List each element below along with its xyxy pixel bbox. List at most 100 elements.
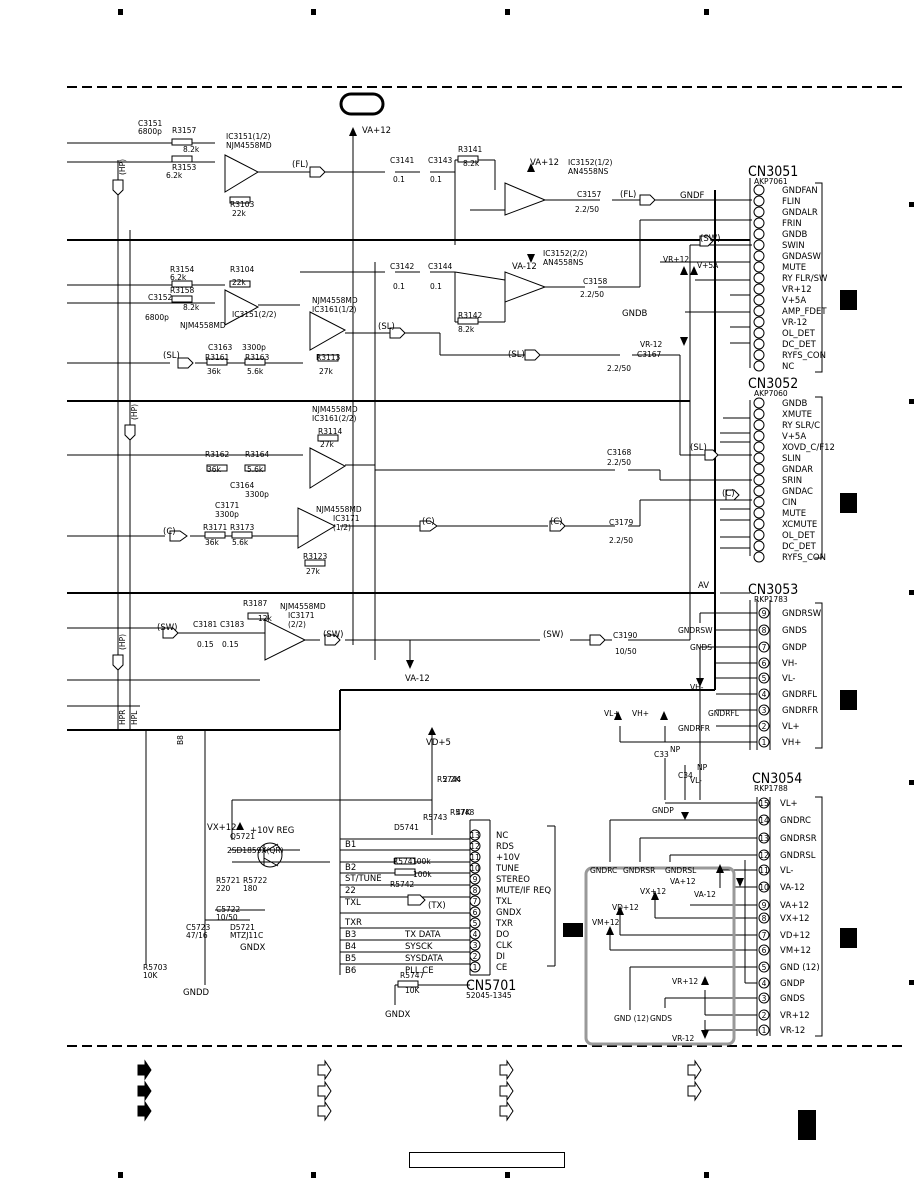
- svg-text:RKP1783: RKP1783: [754, 595, 788, 604]
- svg-text:8: 8: [473, 886, 478, 895]
- svg-text:C5722: C5722: [216, 905, 241, 914]
- svg-text:VL+: VL+: [782, 722, 800, 732]
- svg-text:47/16: 47/16: [186, 931, 208, 940]
- svg-text:(HP): (HP): [130, 404, 139, 420]
- svg-text:2SD1859X(QR): 2SD1859X(QR): [227, 846, 284, 855]
- svg-text:10/50: 10/50: [216, 913, 238, 922]
- svg-text:9: 9: [762, 609, 767, 618]
- svg-text:10K: 10K: [143, 971, 159, 980]
- c3151-label: C3151: [138, 119, 163, 128]
- svg-text:0.1: 0.1: [430, 282, 442, 291]
- svg-text:VM+12: VM+12: [780, 946, 811, 956]
- svg-text:AKP7061: AKP7061: [754, 177, 788, 186]
- cn3053-title: CN3053: [748, 582, 798, 598]
- svg-text:C3143: C3143: [428, 156, 453, 165]
- svg-text:RYFS_CON: RYFS_CON: [782, 553, 826, 563]
- svg-text:C3171: C3171: [215, 501, 240, 510]
- svg-text:C3179: C3179: [609, 518, 634, 527]
- svg-text:+10V REG: +10V REG: [250, 826, 294, 836]
- svg-text:IC3161(1/2): IC3161(1/2): [312, 305, 357, 314]
- svg-text:C3158: C3158: [583, 277, 608, 286]
- svg-text:C3157: C3157: [577, 190, 602, 199]
- svg-text:6.2k: 6.2k: [166, 171, 183, 180]
- svg-text:VM+12: VM+12: [592, 918, 620, 927]
- svg-text:OL_DET: OL_DET: [782, 531, 816, 541]
- svg-text:C3142: C3142: [390, 262, 415, 271]
- svg-text:9: 9: [762, 901, 767, 910]
- svg-text:VA+12: VA+12: [530, 158, 559, 168]
- svg-text:V+5A: V+5A: [782, 432, 806, 442]
- opamp-ic3161b: [309, 447, 347, 489]
- svg-text:3: 3: [762, 994, 767, 1003]
- svg-text:11: 11: [470, 853, 480, 862]
- svg-text:36k: 36k: [207, 465, 222, 474]
- svg-text:B1: B1: [345, 840, 356, 850]
- svg-text:GNDRSR: GNDRSR: [623, 866, 655, 875]
- svg-text:VA-12: VA-12: [512, 262, 537, 272]
- svg-text:RY FLR/SW: RY FLR/SW: [782, 274, 828, 284]
- svg-text:(SL): (SL): [508, 350, 525, 360]
- svg-text:(SW): (SW): [543, 630, 563, 640]
- svg-text:(HP): (HP): [118, 634, 127, 650]
- svg-text:27k: 27k: [306, 567, 321, 576]
- svg-text:B4: B4: [345, 942, 356, 952]
- svg-text:GNDS: GNDS: [690, 643, 712, 652]
- svg-text:R3157: R3157: [172, 126, 197, 135]
- svg-text:5: 5: [762, 963, 767, 972]
- svg-text:C5723: C5723: [186, 923, 211, 932]
- svg-text:OL_DET: OL_DET: [782, 329, 816, 339]
- svg-text:8.2k: 8.2k: [183, 145, 200, 154]
- svg-text:1: 1: [473, 963, 478, 972]
- svg-text:(1/2): (1/2): [333, 523, 351, 532]
- svg-text:100k: 100k: [412, 857, 431, 866]
- opamp-ic3171b: [264, 619, 307, 661]
- svg-text:D5741: D5741: [394, 823, 419, 832]
- svg-text:100k: 100k: [413, 870, 432, 879]
- svg-text:VX+12: VX+12: [780, 914, 810, 924]
- svg-text:0.15: 0.15: [197, 640, 214, 649]
- svg-text:36k: 36k: [205, 538, 220, 547]
- svg-text:2.2/50: 2.2/50: [609, 536, 633, 545]
- cn3054-title: CN3054: [752, 771, 802, 787]
- svg-text:VX+12: VX+12: [207, 823, 237, 833]
- svg-text:VR-12: VR-12: [672, 1034, 695, 1043]
- svg-text:C3168: C3168: [607, 448, 632, 457]
- svg-text:12: 12: [759, 851, 769, 860]
- svg-text:NC: NC: [782, 362, 794, 372]
- svg-text:8: 8: [762, 914, 767, 923]
- opamp-ic3151b: [224, 289, 260, 326]
- transistor-q5721: [257, 842, 283, 868]
- svg-text:R3103: R3103: [230, 200, 255, 209]
- svg-text:GNDRSL: GNDRSL: [665, 866, 697, 875]
- svg-text:2: 2: [473, 952, 478, 961]
- svg-text:TXR: TXR: [344, 918, 362, 928]
- svg-text:DI: DI: [496, 952, 505, 962]
- svg-text:VA-12: VA-12: [405, 674, 430, 684]
- svg-text:XOVD_C/F12: XOVD_C/F12: [782, 443, 835, 453]
- svg-text:27k: 27k: [320, 440, 335, 449]
- svg-text:R5741: R5741: [393, 857, 418, 866]
- svg-text:GNDFAN: GNDFAN: [782, 186, 818, 196]
- svg-text:8.2k: 8.2k: [458, 325, 475, 334]
- svg-text:VL+: VL+: [780, 799, 798, 809]
- svg-text:GNDRC: GNDRC: [780, 816, 811, 826]
- svg-text:VD+12: VD+12: [612, 903, 639, 912]
- svg-text:SRIN: SRIN: [782, 476, 802, 486]
- svg-text:C33: C33: [654, 750, 669, 759]
- svg-text:IC3152(1/2): IC3152(1/2): [568, 158, 613, 167]
- svg-text:10/50: 10/50: [615, 647, 637, 656]
- svg-text:Q5721: Q5721: [230, 832, 255, 841]
- svg-text:22k: 22k: [232, 209, 247, 218]
- svg-text:0.1: 0.1: [393, 282, 405, 291]
- svg-text:2.2/50: 2.2/50: [607, 364, 631, 373]
- svg-text:220: 220: [216, 884, 231, 893]
- svg-text:MUTE: MUTE: [782, 509, 806, 519]
- svg-text:SWIN: SWIN: [782, 241, 805, 251]
- svg-text:0.15: 0.15: [222, 640, 239, 649]
- svg-text:R3104: R3104: [230, 265, 255, 274]
- svg-text:C3144: C3144: [428, 262, 453, 271]
- svg-text:4: 4: [762, 979, 767, 988]
- svg-text:2: 2: [762, 1011, 767, 1020]
- svg-text:TUNE: TUNE: [495, 864, 519, 874]
- svg-text:AN4558NS: AN4558NS: [543, 258, 583, 267]
